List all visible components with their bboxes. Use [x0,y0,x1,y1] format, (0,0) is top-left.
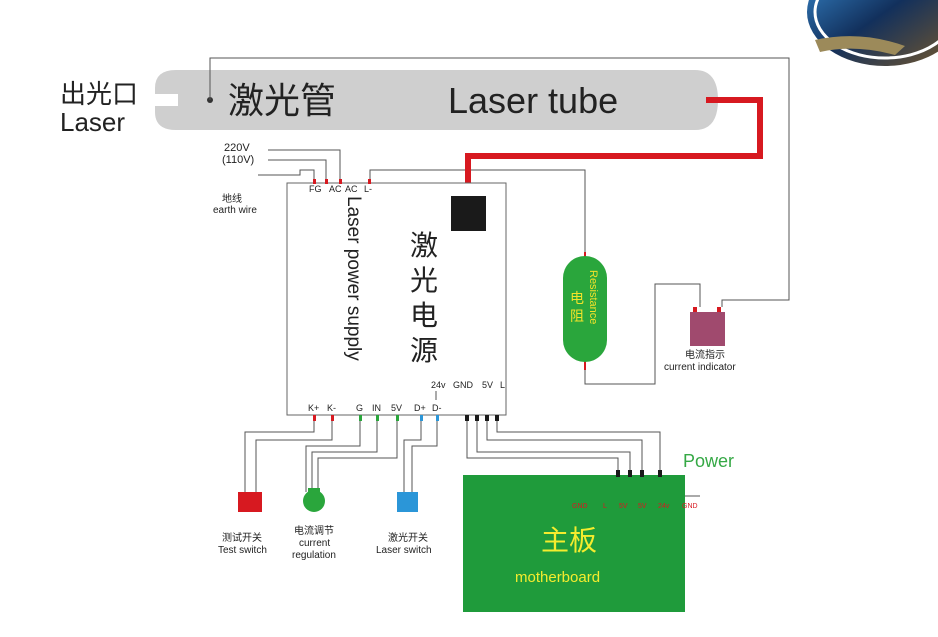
regulation-label-cn: 电流调节 [294,524,334,537]
terminal-gnd: GND [453,380,474,390]
motherboard-terminals: GND L 5V 5V 24v GND [572,470,698,510]
corner-logo [807,0,938,66]
laser-tube-name-cn: 激光管 [228,80,336,121]
indicator-label-en: current indicator [664,362,736,373]
mb-terminal-24v: 24v [658,503,670,510]
power-label: Power [683,451,734,471]
regulation-label-en-2: regulation [292,550,336,561]
indicator-label-cn: 电流指示 [685,348,725,361]
laser-tube-name-en: Laser tube [448,80,618,121]
thin-wires [209,57,790,385]
terminal-5v-bottom: 5V [391,403,402,413]
mb-terminal-5v-1: 5V [619,503,628,510]
motherboard [463,475,685,612]
laser-switch [397,492,418,512]
terminal-k-plus: K+ [308,403,319,413]
control-wires [244,421,700,497]
resistor-label-en: Resistance [587,270,599,324]
mb-terminal-5v-2: 5V [638,503,647,510]
svg-text:源: 源 [410,335,438,366]
terminal-fg: FG [309,184,322,194]
svg-text:电: 电 [570,290,584,306]
test-switch-label-en: Test switch [218,545,267,556]
hv-wire [465,97,763,192]
laser-outlet-cn: 出光口 [60,79,138,109]
svg-text:电: 电 [410,300,438,331]
mb-terminal-gnd: GND [572,503,588,510]
terminal-g: G [356,403,363,413]
earth-label-en: earth wire [213,205,257,216]
current-regulation-knob [303,488,325,512]
psu-power-terminals: 24v GND 5V L [431,380,505,400]
svg-text:激: 激 [410,230,438,261]
terminal-k-minus: K- [327,403,336,413]
psu-top-terminals: FG AC AC L- [309,179,372,194]
test-switch-label-cn: 测试开关 [222,531,262,544]
resistor-label-cn: 电 阻 [570,290,584,324]
svg-text:光: 光 [410,265,438,296]
earth-label-cn: 地线 [222,192,242,205]
laser-switch-label-cn: 激光开关 [388,531,428,544]
psu-bottom-terminals: K+ K- G IN 5V D+ D- [308,403,499,421]
terminal-ac-2: AC [345,184,358,194]
test-switch [238,492,262,512]
psu-name-en: Laser power supply [343,196,364,361]
terminal-in: IN [372,403,381,413]
terminal-ac-1: AC [329,184,342,194]
laser-outlet-en: Laser [60,107,125,137]
hv-output-block [451,196,486,231]
motherboard-name-en: motherboard [515,569,600,586]
psu-name-cn: 激 光 电 源 [410,230,438,366]
terminal-24v: 24v [431,380,446,390]
terminal-l: L [500,380,505,390]
terminal-l-minus: L- [364,184,372,194]
terminal-d-plus: D+ [414,403,426,413]
laser-switch-label-en: Laser switch [376,545,432,556]
mains-110v: (110V) [222,154,254,166]
resistor [563,252,607,370]
svg-text:阻: 阻 [570,308,584,324]
regulation-label-en-1: current [299,538,330,549]
current-indicator [690,307,725,346]
terminal-5v: 5V [482,380,493,390]
motherboard-name-cn: 主板 [541,525,597,556]
mb-terminal-l: L [603,503,607,510]
mains-220v: 220V [224,142,250,154]
mb-terminal-gnd-2: GND [682,503,698,510]
terminal-d-minus: D- [432,403,442,413]
